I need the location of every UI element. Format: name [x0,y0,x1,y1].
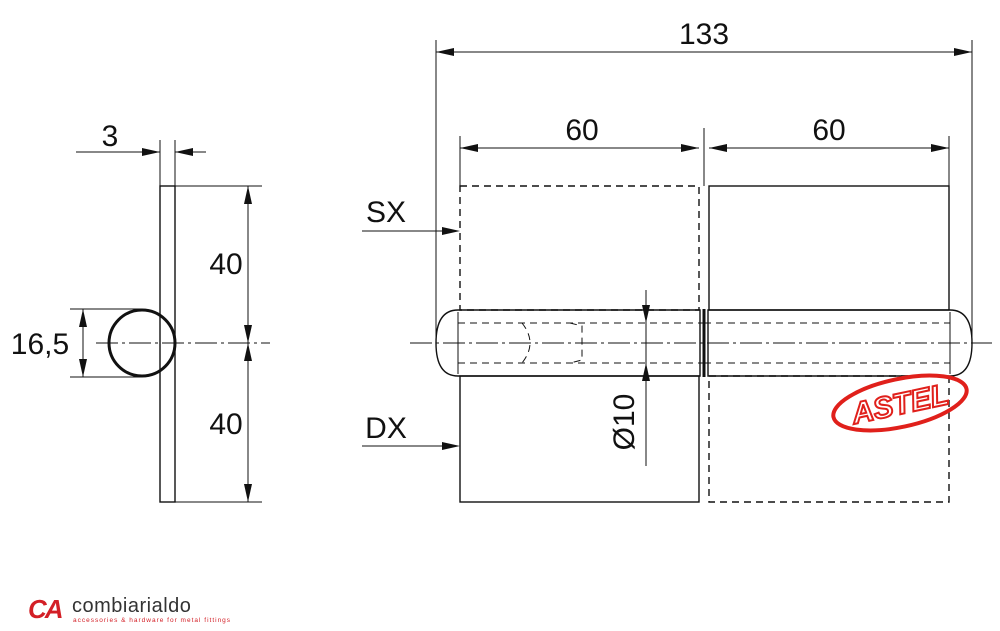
brand-tagline: accessories & hardware for metal fitting… [73,617,232,624]
upper-leaf-label: 40 [209,248,242,281]
arrowhead [175,148,193,156]
pin-groove-hidden [521,322,531,364]
arrowhead [642,363,650,381]
arrowhead [436,48,454,56]
astel-logo-text: ASTEL [848,378,952,431]
front-view: 133 60 60 Ø10 SX DX [362,18,992,503]
side-view: 3 40 40 16,5 [11,120,270,503]
arrowhead [244,325,252,343]
brand-logo: CA combiarialdo accessories & hardware f… [28,594,268,628]
side-plate [159,185,176,503]
overall-length-label: 133 [679,18,729,51]
arrowhead [79,309,87,327]
dx-label: DX [365,412,407,445]
upper-right-leaf [708,185,950,311]
arrowhead [931,144,949,152]
left-knuckle [435,309,701,377]
arrowhead [681,144,699,152]
arrowhead [460,144,478,152]
right-leaf-width-label: 60 [812,114,845,147]
sx-label: SX [366,196,406,229]
knuckle-diameter-label: 16,5 [11,328,69,361]
sx-leaf-hidden [459,185,700,311]
arrowhead [244,343,252,361]
arrowhead [442,442,460,450]
pin-diameter-label: Ø10 [608,394,641,451]
thickness-label: 3 [102,120,119,153]
arrowhead [709,144,727,152]
brand-name: combiarialdo [72,595,192,617]
arrowhead [142,148,160,156]
dx-leaf [459,375,700,503]
arrowhead [244,484,252,502]
lower-leaf-label: 40 [209,408,242,441]
astel-ellipse [831,373,969,433]
brand-mark: CA [28,594,64,624]
arrowhead [642,305,650,323]
arrowhead [244,186,252,204]
arrowhead [442,227,460,235]
arrowhead [79,359,87,377]
arrowhead [954,48,972,56]
left-leaf-width-label: 60 [565,114,598,147]
